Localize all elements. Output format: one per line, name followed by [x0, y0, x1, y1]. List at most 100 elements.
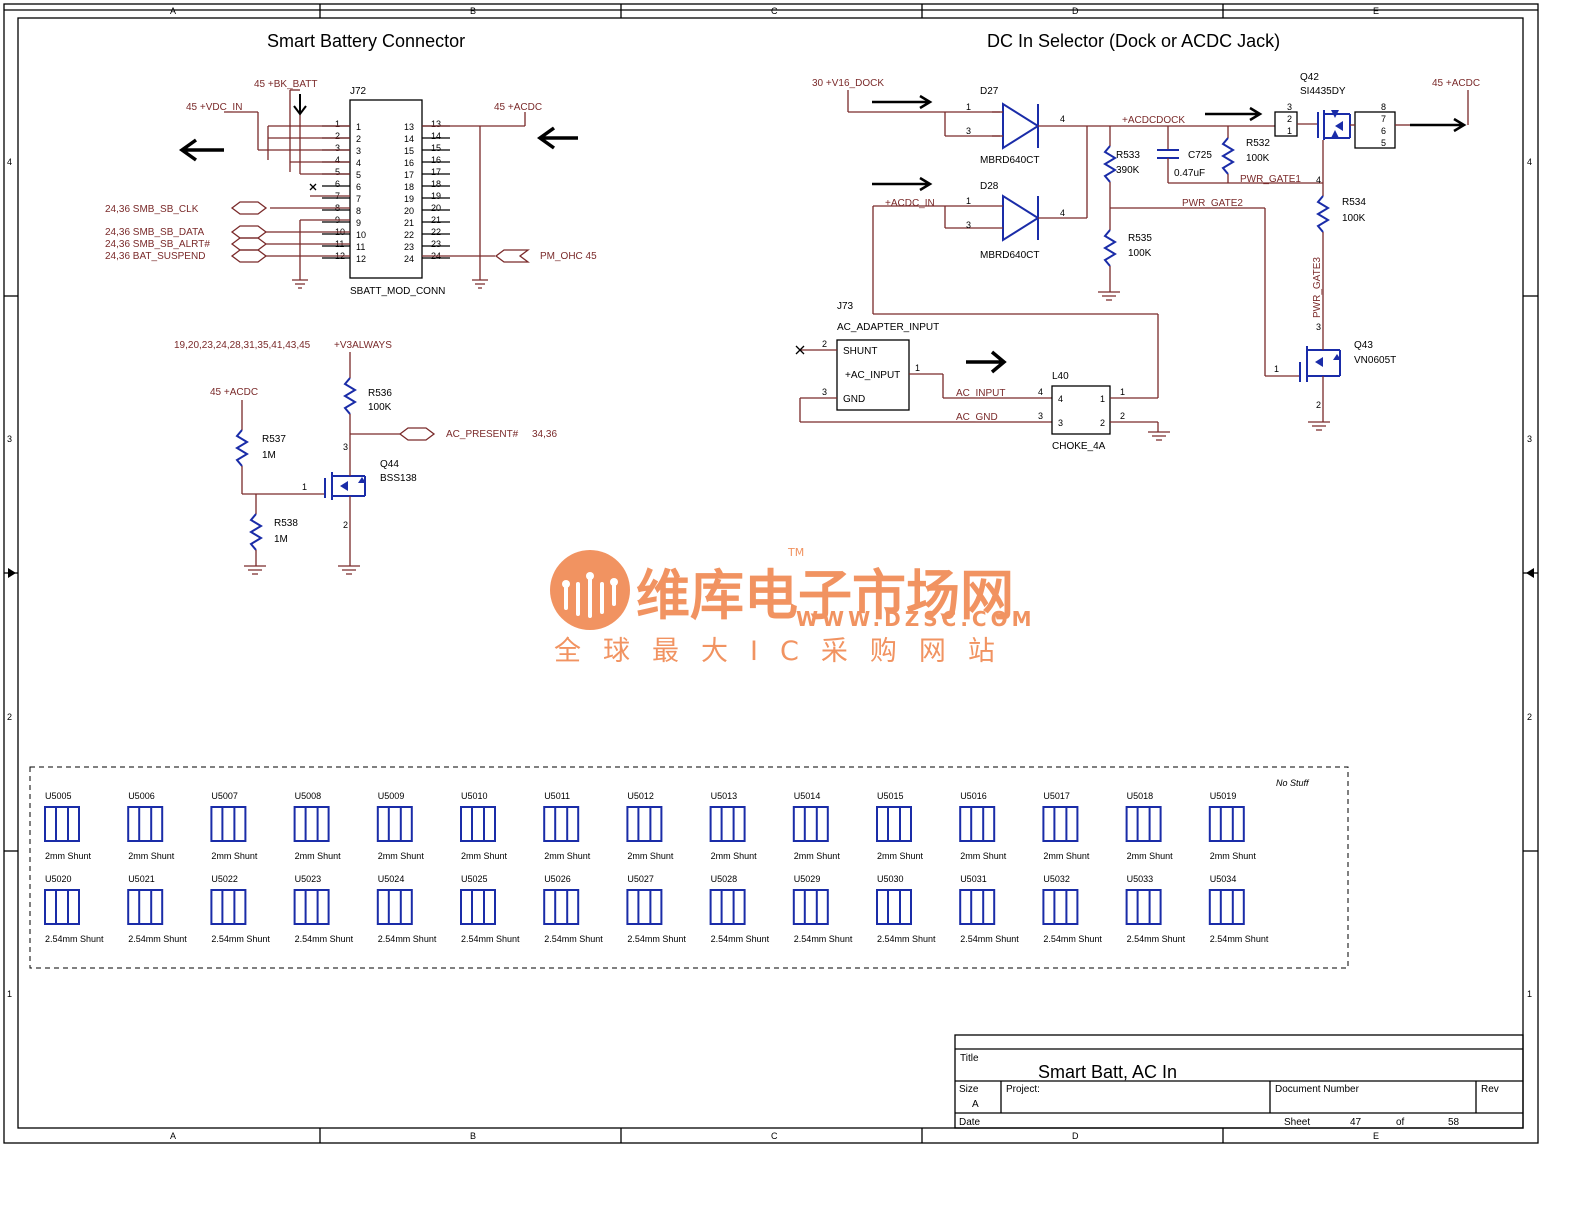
shunt-label: 2mm Shunt — [45, 851, 92, 861]
shunt-label: 2.54mm Shunt — [45, 934, 104, 944]
r538-value: 1M — [274, 534, 288, 545]
j72-pin-number: 13 — [404, 122, 414, 132]
j72-ref: J72 — [350, 86, 367, 97]
watermark-tm: TM — [787, 546, 804, 559]
q42-ref: Q42 — [1300, 72, 1319, 83]
shunt-symbol — [293, 889, 330, 925]
net-ac-present-refs: 34,36 — [532, 429, 557, 440]
net-acdc-2: 45 +ACDC — [210, 387, 258, 398]
shunt-ref: U5025 — [461, 874, 488, 884]
shunt-ref: U5013 — [711, 791, 738, 801]
j72-pin-number: 4 — [335, 155, 340, 165]
dc-in-circuit: 30 +V16_DOCK 45 +ACDC 1 3 4 D27 MBRD640C… — [795, 72, 1480, 452]
j72-pin-number: 18 — [431, 179, 441, 189]
shunt-ref: U5016 — [960, 791, 987, 801]
r534-ref: R534 — [1342, 197, 1366, 208]
shunt-label: 2.54mm Shunt — [1127, 934, 1186, 944]
sheet-number: 47 — [1350, 1117, 1362, 1128]
shunt-ref: U5010 — [461, 791, 488, 801]
j72-pin-number: 3 — [356, 146, 361, 156]
svg-text:4: 4 — [1058, 394, 1063, 404]
j72-pin-number: 11 — [356, 242, 365, 252]
svg-text:2: 2 — [343, 520, 348, 530]
title-label: Title — [960, 1053, 979, 1064]
col-label-bottom: A — [170, 1131, 176, 1141]
j72-pin-number: 23 — [431, 239, 441, 249]
flow-arrows — [178, 94, 1467, 374]
j72-pin-number: 7 — [356, 194, 361, 204]
shunt-symbol — [210, 806, 247, 842]
shunt-symbol — [1042, 806, 1079, 842]
shunt-ref: U5012 — [627, 791, 654, 801]
net-ac-gnd: AC_GND — [956, 412, 998, 423]
shunt-label: 2mm Shunt — [211, 851, 258, 861]
shunt-symbol — [127, 806, 164, 842]
section-title-dc-in: DC In Selector (Dock or ACDC Jack) — [987, 31, 1280, 51]
col-label-bottom: D — [1072, 1131, 1079, 1141]
c725-ref: C725 — [1188, 150, 1212, 161]
net-pm-ohc: PM_OHC 45 — [540, 251, 597, 262]
shunt-symbol — [792, 889, 829, 925]
size-value: A — [972, 1099, 979, 1110]
net-smb-alrt: 24,36 SMB_SB_ALRT# — [105, 239, 210, 250]
j73-pin-ac-input: +AC_INPUT — [845, 370, 900, 381]
watermark-url: WWW.DZSC.COM — [796, 607, 1036, 631]
drawing-title: Smart Batt, AC In — [1038, 1062, 1177, 1082]
shunt-label: 2mm Shunt — [794, 851, 841, 861]
col-label-bottom: E — [1373, 1131, 1379, 1141]
shunt-symbol — [44, 806, 80, 842]
j72-pin-number: 9 — [356, 218, 361, 228]
shunt-label: 2.54mm Shunt — [627, 934, 686, 944]
svg-text:8: 8 — [1381, 102, 1386, 112]
shunt-label: 2.54mm Shunt — [1043, 934, 1102, 944]
shunt-label: 2mm Shunt — [877, 851, 924, 861]
shunt-ref: U5014 — [794, 791, 821, 801]
svg-text:1: 1 — [302, 482, 307, 492]
watermark: 维库电子市场网 TM WWW.DZSC.COM 全球最大IC采购网站 — [550, 546, 1036, 667]
j72-pin-number: 6 — [356, 182, 361, 192]
r533-ref: R533 — [1116, 150, 1140, 161]
net-v3always: +V3ALWAYS — [334, 340, 392, 351]
watermark-brand: 维库电子市场网 — [636, 564, 1014, 627]
shunt-symbol — [44, 889, 80, 925]
col-label-bottom: C — [771, 1131, 778, 1141]
row-label-left: 3 — [7, 434, 12, 444]
j72-pin-number: 18 — [404, 182, 414, 192]
q42-mosfet: 3 2 1 8 7 6 5 4 Q42 SI4435DY — [1274, 72, 1469, 185]
shunt-symbol — [626, 889, 663, 925]
j72-pin-number: 24 — [404, 254, 414, 264]
j72-pin-number: 13 — [431, 119, 441, 129]
q43-part: VN0605T — [1354, 355, 1396, 366]
shunt-symbol — [709, 889, 746, 925]
shunt-ref: U5031 — [960, 874, 987, 884]
l40-part: CHOKE_4A — [1052, 441, 1106, 452]
j72-pin-number: 22 — [404, 230, 414, 240]
shunt-ref: U5028 — [711, 874, 738, 884]
net-acdc-out: 45 +ACDC — [1432, 78, 1480, 89]
j72-pin-number: 15 — [404, 146, 414, 156]
q44-part: BSS138 — [380, 473, 417, 484]
shunt-label: 2mm Shunt — [544, 851, 591, 861]
svg-text:3: 3 — [1058, 418, 1063, 428]
j72-pin-number: 16 — [404, 158, 414, 168]
svg-text:4: 4 — [1316, 175, 1321, 185]
shunt-ref: U5030 — [877, 874, 904, 884]
j73-ref: J73 — [837, 301, 854, 312]
section-title-smart-battery: Smart Battery Connector — [267, 31, 465, 51]
shunt-symbol — [460, 889, 496, 925]
j72-pin-number: 1 — [356, 122, 361, 132]
net-smb-data: 24,36 SMB_SB_DATA — [105, 227, 204, 238]
svg-text:4: 4 — [1038, 387, 1043, 397]
shunt-label: 2mm Shunt — [1043, 851, 1090, 861]
shunt-ref: U5032 — [1043, 874, 1070, 884]
shunt-symbol — [792, 806, 829, 842]
project-label: Project: — [1006, 1084, 1040, 1095]
shunt-label: 2.54mm Shunt — [461, 934, 520, 944]
sheet-total: 58 — [1448, 1117, 1460, 1128]
net-ac-input: AC_INPUT — [956, 388, 1005, 399]
j72-pin-number: 2 — [356, 134, 361, 144]
